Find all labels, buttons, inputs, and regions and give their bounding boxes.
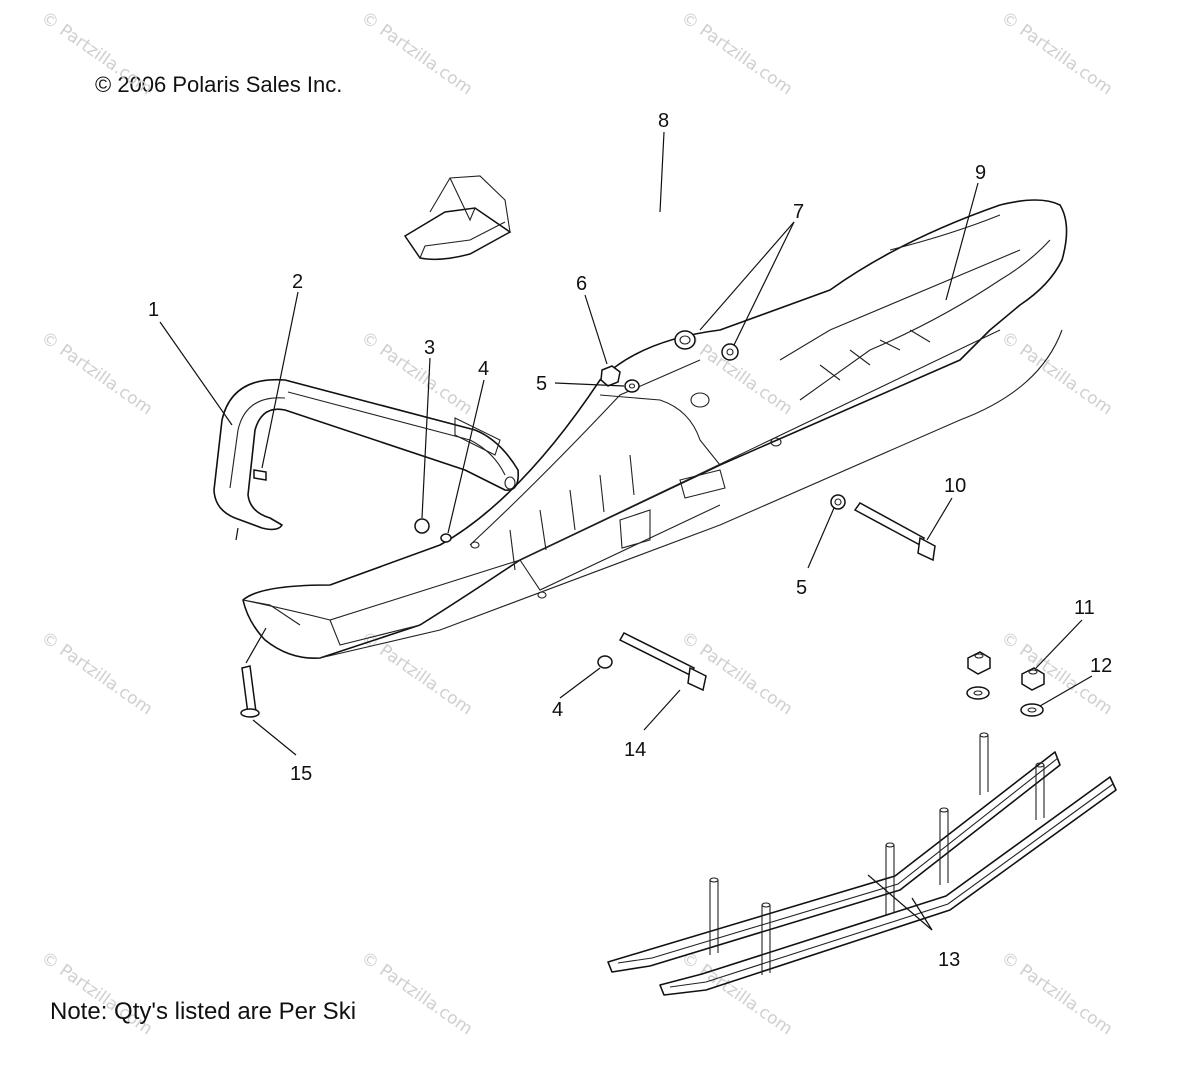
bolt-part-15 [240, 665, 260, 718]
callout-14: 14 [624, 739, 646, 761]
watermark-group: © Partzilla.com © Partzilla.com © Partzill… [37, 8, 1116, 1040]
callout-12: 12 [1090, 655, 1112, 677]
watermark-text: © Partzilla.com [677, 948, 796, 1040]
watermark-text: © Partzilla.com [997, 948, 1116, 1040]
callout-13: 13 [938, 949, 960, 971]
callout-5-upper: 5 [536, 373, 547, 395]
callout-9: 9 [975, 162, 986, 184]
leader-lines [159, 131, 1093, 931]
watermark-text: © Partzilla.com [37, 8, 156, 100]
nut-part-6 [600, 365, 621, 387]
saddle-part-8 [403, 175, 512, 261]
copyright-text: © 2006 Polaris Sales Inc. [95, 72, 343, 97]
callout-6: 6 [576, 273, 587, 295]
washer-part-12 [966, 686, 1044, 717]
callout-7: 7 [793, 201, 804, 223]
watermark-text: © Partzilla.com [357, 948, 476, 1040]
bolt-part-14 [618, 632, 707, 692]
carbide-runner-part-13 [607, 732, 1117, 996]
callout-4-upper: 4 [478, 358, 489, 380]
ski-handle-part [213, 378, 520, 531]
bushing-part-7 [674, 330, 739, 361]
callout-10: 10 [944, 475, 966, 497]
watermark-text: © Partzilla.com [357, 628, 476, 720]
callout-11: 11 [1074, 597, 1095, 619]
callout-1: 1 [148, 299, 159, 321]
callout-4-lower: 4 [552, 699, 563, 721]
callout-5-lower: 5 [796, 577, 807, 599]
nut-part-11 [967, 651, 1045, 691]
note-text: Note: Qty's listed are Per Ski [50, 998, 357, 1025]
callout-labels: 1 2 3 4 4 5 5 6 7 8 9 10 11 12 13 14 15 [148, 110, 1112, 971]
watermark-text: © Partzilla.com [37, 628, 156, 720]
callout-2: 2 [292, 271, 303, 293]
nut-part-3 [414, 518, 430, 534]
ski-body-part [242, 199, 1068, 659]
washer-part-4 [440, 533, 613, 669]
watermark-text: © Partzilla.com [997, 8, 1116, 100]
watermark-text: © Partzilla.com [357, 328, 476, 420]
callout-15: 15 [290, 763, 312, 785]
bolt-part-10 [853, 502, 936, 562]
watermark-text: © Partzilla.com [357, 8, 476, 100]
watermark-text: © Partzilla.com [677, 8, 796, 100]
callout-3: 3 [424, 337, 435, 359]
watermark-text: © Partzilla.com [37, 328, 156, 420]
pin-part-2 [253, 469, 267, 481]
callout-8: 8 [658, 110, 669, 132]
washer-part-5 [624, 379, 846, 510]
